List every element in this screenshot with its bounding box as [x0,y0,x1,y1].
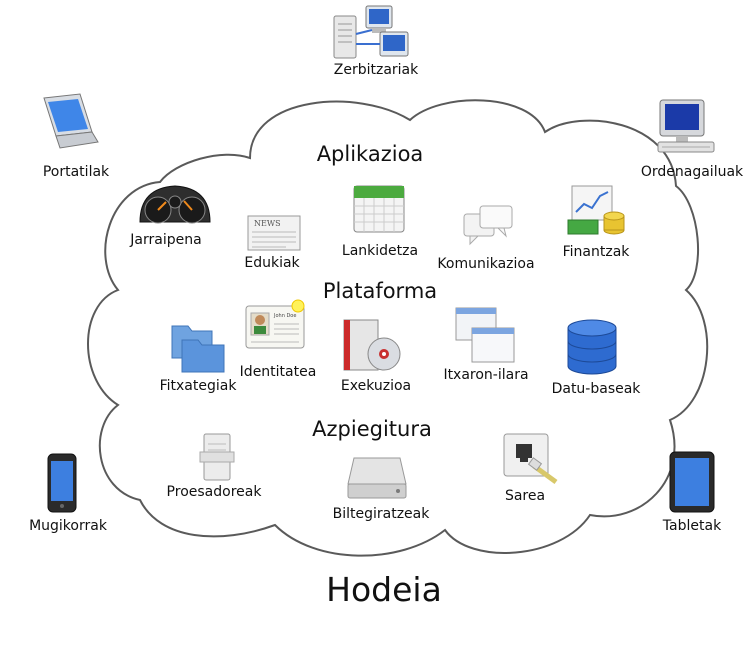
runtime-label: Exekuzioa [340,378,412,394]
tablet-icon [669,451,715,513]
tablets-label: Tabletak [662,518,722,534]
desktops-label: Ordenagailuak [640,164,744,180]
page-title: Hodeia [326,570,442,609]
collaboration-label: Lankidetza [341,243,419,259]
platform-heading: Plataforma [322,279,438,303]
infrastructure-heading: Azpiegitura [312,417,432,441]
id-card-icon: John Doe [245,299,305,349]
compute-label: Proesadoreak [166,484,262,500]
runtime-disc-icon [343,319,401,371]
id-card-name: John Doe [273,313,296,319]
phones-label: Mugikorrak [29,518,107,534]
database-icon [567,319,617,375]
mobile-phone-icon [47,453,77,513]
newspaper-icon: NEWS [247,215,301,251]
monitoring-label: Jarraipena [130,232,202,248]
queue-label: Itxaron-ilara [443,367,529,383]
finance-chart-icon [567,185,625,235]
communication-label: Komunikazioa [437,256,535,272]
network-label: Sarea [504,488,546,504]
laptop-icon [43,93,99,149]
network-jack-icon [503,433,558,485]
calendar-icon [353,185,405,233]
desktop-icon [657,99,715,153]
folders-icon [171,325,225,373]
speech-bubbles-icon [463,205,513,246]
databases-label: Datu-baseak [551,381,641,397]
gauge-icon [139,185,211,224]
identity-label: Identitatea [239,364,317,380]
news-masthead: NEWS [254,219,281,228]
server-tower-icon [199,433,235,481]
hard-drive-icon [347,457,407,499]
servers-icon [333,5,409,59]
servers-label: Zerbitzariak [333,62,419,78]
laptops-label: Portatilak [42,164,110,180]
content-label: Edukiak [244,255,300,271]
storage-label: Biltegiratzeak [332,506,430,522]
files-label: Fitxategiak [159,378,237,394]
finance-label: Finantzak [562,244,630,260]
applications-heading: Aplikazioa [316,142,424,166]
queue-windows-icon [455,307,515,363]
